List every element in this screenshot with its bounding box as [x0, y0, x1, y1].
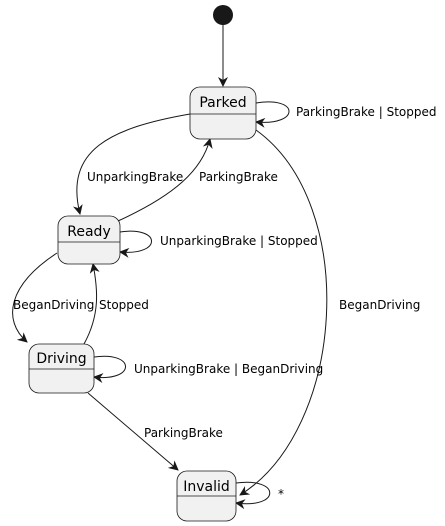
transition-driving-to-invalid — [87, 392, 179, 471]
state-parked-name: Parked — [199, 95, 246, 111]
transition-parked-to-invalid — [239, 129, 328, 496]
state-invalid: Invalid — [176, 470, 237, 522]
label-driving-to-ready: Stopped — [99, 298, 149, 312]
label-ready-to-parked: ParkingBrake — [199, 170, 278, 184]
transition-parked-to-ready — [72, 113, 191, 215]
initial-state-dot — [213, 5, 233, 25]
state-invalid-name: Invalid — [183, 479, 230, 495]
state-driving-name: Driving — [36, 351, 86, 367]
label-driving-to-invalid: ParkingBrake — [144, 426, 223, 440]
transition-ready-to-parked — [117, 138, 213, 222]
label-invalid-self: * — [278, 487, 284, 501]
transition-invalid-self — [235, 481, 271, 510]
state-driving: Driving — [28, 343, 95, 394]
state-ready: Ready — [57, 215, 121, 265]
label-driving-self: UnparkingBrake | BeganDriving — [134, 362, 323, 376]
transition-parked-self — [255, 101, 290, 128]
label-parked-to-ready: UnparkingBrake — [87, 170, 183, 184]
transition-ready-to-driving — [12, 252, 58, 343]
label-ready-self: UnparkingBrake | Stopped — [160, 234, 318, 248]
label-ready-to-driving: BeganDriving — [13, 298, 94, 312]
label-parked-to-invalid: BeganDriving — [339, 298, 420, 312]
transition-driving-to-ready — [83, 263, 100, 345]
label-parked-self: ParkingBrake | Stopped — [296, 105, 436, 119]
state-parked: Parked — [189, 86, 257, 140]
transition-driving-self — [93, 355, 126, 384]
state-ready-name: Ready — [67, 224, 110, 240]
transition-ready-self — [119, 230, 152, 258]
